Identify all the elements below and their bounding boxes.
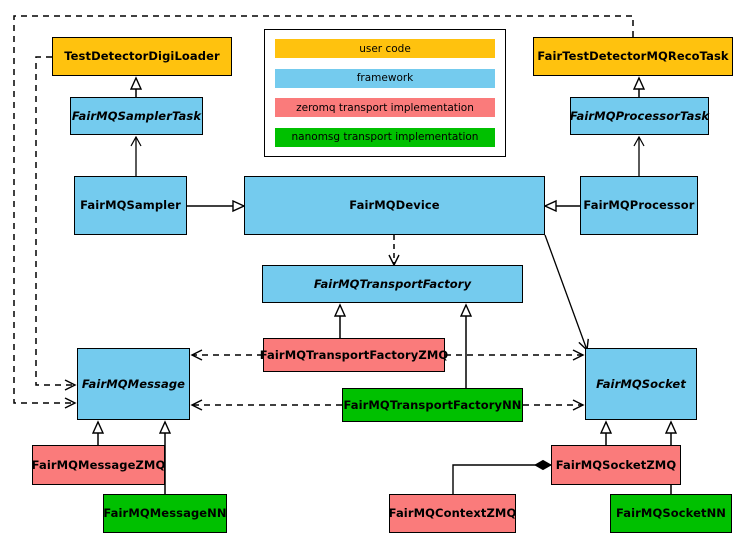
legend-item-framework: framework (275, 68, 495, 88)
class-box-fairmqsocketnn[interactable]: FairMQSocketNN (610, 494, 732, 533)
class-box-fairmqtransportfactorynn[interactable]: FairMQTransportFactoryNN (342, 388, 523, 422)
class-box-fairmqprocessortask[interactable]: FairMQProcessorTask (570, 97, 709, 135)
class-box-fairmqcontextzmq[interactable]: FairMQContextZMQ (389, 494, 516, 533)
class-box-fairmqdevice[interactable]: FairMQDevice (244, 176, 545, 235)
class-box-fairmqtransportfactoryzmq[interactable]: FairMQTransportFactoryZMQ (260, 338, 448, 372)
legend-item-zeromq: zeromq transport implementation (275, 98, 495, 118)
edge-contextzmq-to-socketzmq (452, 459, 553, 494)
legend-item-user-code: user code (275, 39, 495, 58)
legend-box: user code framework zeromq transport imp… (264, 29, 506, 157)
class-box-fairmqsocketzmq[interactable]: FairMQSocketZMQ (551, 445, 681, 485)
class-box-fairmqtransportfactory[interactable]: FairMQTransportFactory (262, 265, 523, 303)
edge-recotask-to-message (13, 15, 634, 403)
class-box-fairmqsocket[interactable]: FairMQSocket (585, 348, 697, 420)
class-box-fairtestdetectormqrecotask[interactable]: FairTestDetectorMQRecoTask (533, 37, 733, 76)
edge-digiloader-to-message (35, 56, 75, 385)
edge-device-to-socket (544, 234, 587, 350)
legend-item-nanomsg: nanomsg transport implementation (275, 127, 495, 147)
class-box-fairmqmessagezmq[interactable]: FairMQMessageZMQ (32, 445, 165, 485)
class-box-fairmqsamplertask[interactable]: FairMQSamplerTask (70, 97, 203, 135)
class-box-fairmqmessage[interactable]: FairMQMessage (77, 348, 190, 420)
class-box-testdetectordigiloader[interactable]: TestDetectorDigiLoader (52, 37, 232, 76)
class-box-fairmqmessagenn[interactable]: FairMQMessageNN (103, 494, 227, 533)
class-box-fairmqprocessor[interactable]: FairMQProcessor (580, 176, 698, 235)
class-box-fairmqsampler[interactable]: FairMQSampler (74, 176, 187, 235)
